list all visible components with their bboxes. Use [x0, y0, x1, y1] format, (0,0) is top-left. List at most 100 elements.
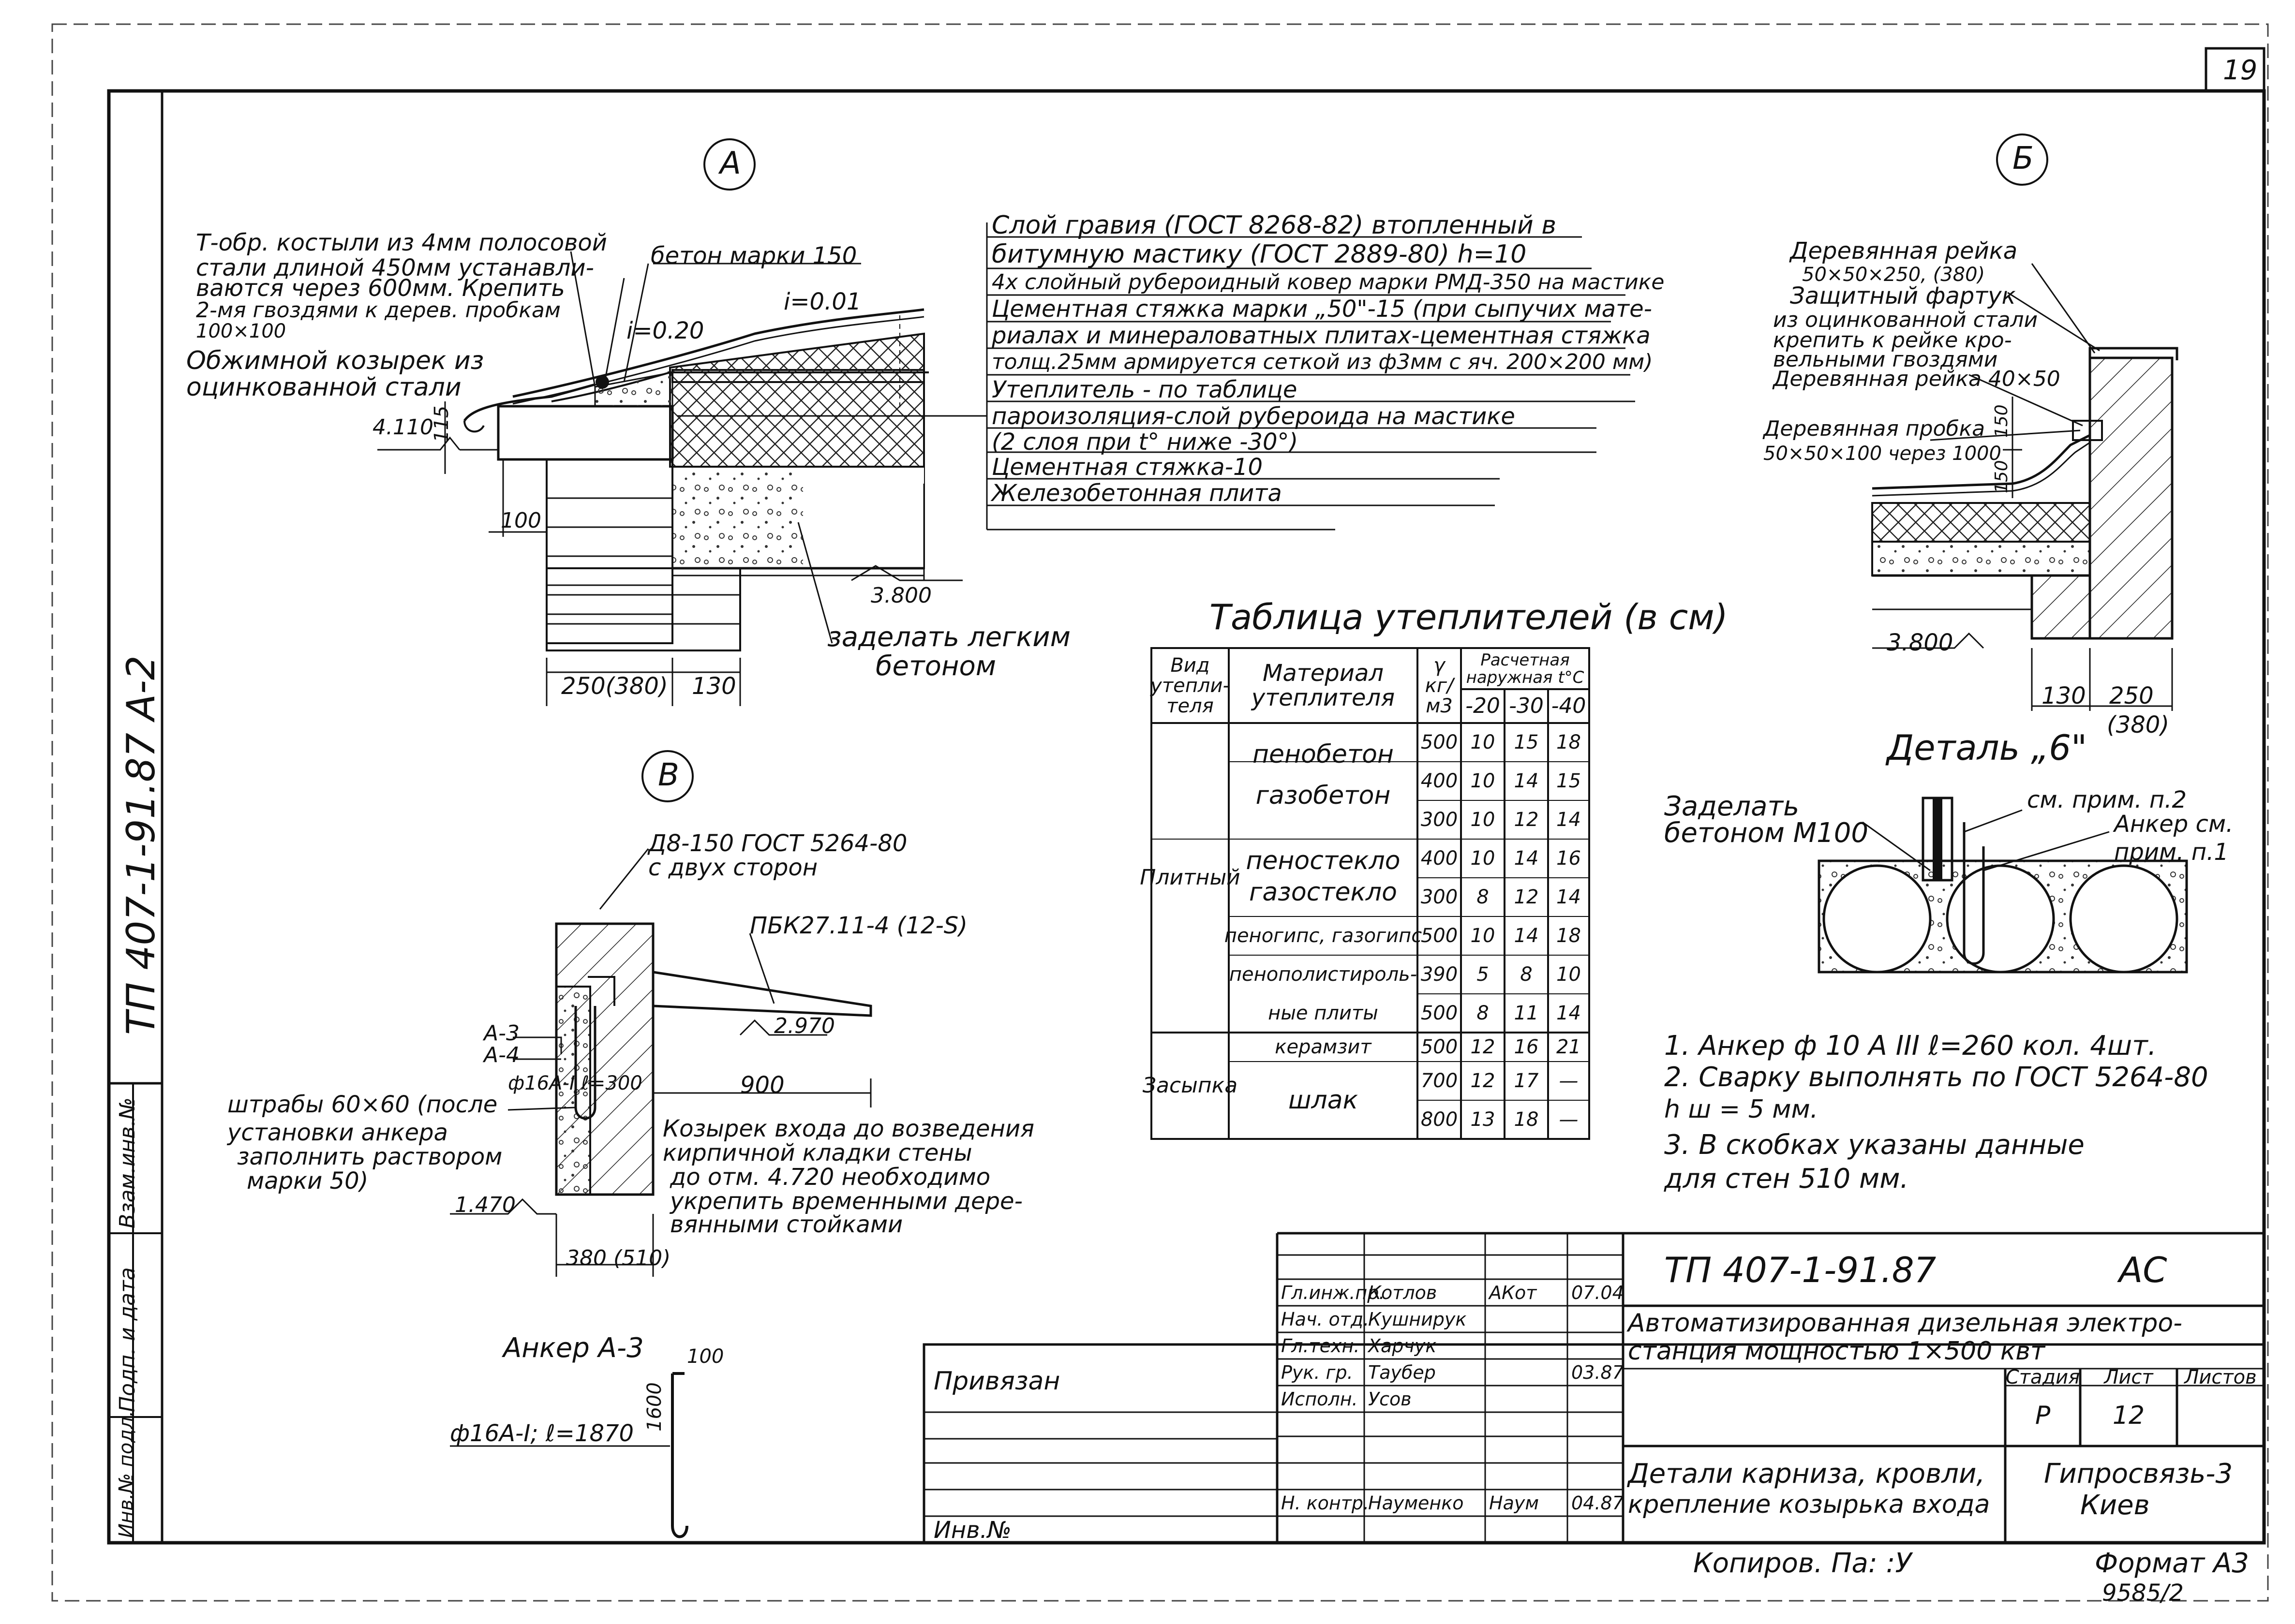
- table-cell-t30: 8: [1520, 963, 1533, 986]
- level-1470: 1.470: [455, 1193, 516, 1217]
- tb-stage-head: Стадия: [2005, 1366, 2080, 1388]
- note-kozyrek-2: оцинкованной стали: [186, 373, 462, 402]
- side-cell-inventory: Инв.№ подл.: [115, 1410, 137, 1538]
- tb-person-name: Усов: [1368, 1388, 1412, 1410]
- table-cell-t20: 8: [1476, 1002, 1489, 1024]
- zadelat-6-1: Заделать: [1664, 791, 1800, 822]
- tb-person-name: Харчук: [1368, 1335, 1437, 1357]
- tb-drawing-2: крепление козырька входа: [1628, 1490, 1990, 1519]
- table-cell-density: 500: [1420, 1036, 1458, 1058]
- reinf-2: с двух сторон: [648, 854, 818, 881]
- temp-30: -30: [1509, 693, 1544, 718]
- head-temp: Расчетная наружная t°C: [1466, 650, 1584, 687]
- mat-penobeton: пенобетон: [1252, 739, 1394, 769]
- tb-stage: Р: [2035, 1401, 2051, 1431]
- head-vid: Вид утепли-теля: [1150, 654, 1230, 717]
- tb-person-role: Рук. гр.: [1281, 1361, 1353, 1383]
- tb-person-date: [1567, 1386, 1623, 1412]
- table-cell-t30: 14: [1514, 847, 1539, 870]
- slope-1: i=0.20: [626, 317, 704, 344]
- table-cell-density: 300: [1420, 886, 1458, 908]
- anchor-spec: ф16А-I ℓ=300: [508, 1072, 642, 1094]
- table-cell-density: 400: [1420, 770, 1458, 792]
- table-cell-material: керамзит: [1275, 1036, 1371, 1058]
- mat-penosteklo: пеностекло: [1246, 846, 1401, 875]
- group-zasypka: Засыпка: [1142, 1073, 1238, 1098]
- tb-person-date: 04.87: [1571, 1492, 1624, 1514]
- table-cell-material: пеногипс, газогипс: [1224, 925, 1422, 947]
- tb-person-sign: [1485, 1332, 1567, 1359]
- doc-number: 9585/2: [2102, 1580, 2184, 1607]
- tb-person-sign: [1485, 1412, 1567, 1439]
- dim-b-380: (380): [2107, 711, 2170, 738]
- tb-person-name: Науменко: [1368, 1492, 1464, 1514]
- mat-gazosteklo: газостекло: [1249, 877, 1397, 907]
- copied-label: Копиров. Па: :У: [1693, 1548, 1912, 1579]
- level-4110: 4.110: [373, 415, 433, 440]
- table-cell-t40: 21: [1556, 1036, 1581, 1058]
- table-cell-material: [1231, 762, 1415, 800]
- table-cell-t40: 15: [1556, 770, 1581, 792]
- table-cell-t40: 18: [1556, 925, 1581, 947]
- table-cell-t40: 10: [1556, 963, 1581, 986]
- tb-org-2: Киев: [2080, 1490, 2150, 1521]
- anchor-spec-a3: ф16А-I; ℓ=1870: [450, 1420, 634, 1447]
- note-zadelat-1: заделать легким: [827, 621, 1071, 653]
- head-density: γ кг/м3: [1425, 654, 1454, 717]
- dim-100: 100: [501, 508, 541, 533]
- tb-person-name: [1364, 1412, 1485, 1439]
- note-zadelat-2: бетоном: [876, 650, 996, 682]
- dim-b-130: 130: [2042, 682, 2086, 709]
- level-2970: 2.970: [774, 1014, 835, 1038]
- table-cell-t20: 10: [1470, 731, 1495, 753]
- table-cell-material: [1231, 800, 1415, 839]
- group-plitny: Плитный: [1140, 865, 1240, 890]
- beton-label: бетон марки 150: [651, 242, 857, 269]
- table-cell-t30: 15: [1514, 731, 1539, 753]
- tb-project-1: Автоматизированная дизельная электро-: [1628, 1309, 2182, 1338]
- label-a3: А-3: [484, 1021, 520, 1046]
- tb-sheet-head: Лист: [2104, 1366, 2153, 1388]
- tb-person-sign: Наум: [1489, 1492, 1539, 1514]
- tb-person-role: Гл.техн.: [1281, 1335, 1360, 1357]
- page-number: 19: [2223, 55, 2258, 86]
- table-cell-material: [1231, 1100, 1415, 1139]
- tb-person-name: Кушнирук: [1368, 1308, 1467, 1330]
- tb-person-name: Котлов: [1368, 1282, 1437, 1303]
- tb-person-date: 07.04: [1571, 1282, 1624, 1303]
- tb-person-role: Гл.инж.пр.: [1281, 1282, 1385, 1303]
- table-cell-t40: —: [1559, 1108, 1579, 1131]
- table-cell-t20: 8: [1476, 886, 1489, 908]
- tb-person-sign: [1485, 1386, 1567, 1412]
- table-cell-material: [1231, 723, 1415, 762]
- tb-person-role: Н. контр.: [1281, 1492, 1370, 1514]
- side-document-code: ТП 407-1-91.87 А-2: [119, 655, 164, 1035]
- tb-mark: АС: [2119, 1250, 2167, 1290]
- anchor-dim-1600: 1600: [643, 1382, 666, 1432]
- table-cell-density: 300: [1420, 809, 1458, 831]
- mat-shlak: шлак: [1288, 1085, 1358, 1115]
- table-cell-t30: 16: [1514, 1036, 1539, 1058]
- table-cell-t20: 10: [1470, 847, 1495, 870]
- table-cell-t20: 10: [1470, 925, 1495, 947]
- table-cell-t30: 11: [1514, 1002, 1539, 1024]
- format-label: Формат А3: [2095, 1548, 2249, 1579]
- tb-person-date: [1567, 1332, 1623, 1359]
- table-cell-t30: 17: [1514, 1070, 1539, 1092]
- side-cell-signature: Подп. и дата: [115, 1267, 140, 1412]
- callout-b: Б: [2012, 141, 2034, 177]
- table-cell-t20: 12: [1470, 1070, 1495, 1092]
- head-material: Материал утеплителя: [1251, 660, 1395, 711]
- table-cell-t40: —: [1559, 1070, 1579, 1092]
- tb-person-sign: [1485, 1306, 1567, 1332]
- table-cell-density: 500: [1420, 731, 1458, 753]
- tb-person-sign: [1485, 1359, 1567, 1386]
- table-cell-density: 500: [1420, 925, 1458, 947]
- dim-150b: 150: [1992, 460, 2012, 493]
- probka-2: 50×50×100 через 1000: [1763, 443, 2001, 465]
- anker-6-1: Анкер см.: [2114, 811, 2234, 838]
- table-cell-density: 500: [1420, 1002, 1458, 1024]
- detail-6-title: Деталь „6": [1887, 727, 2087, 768]
